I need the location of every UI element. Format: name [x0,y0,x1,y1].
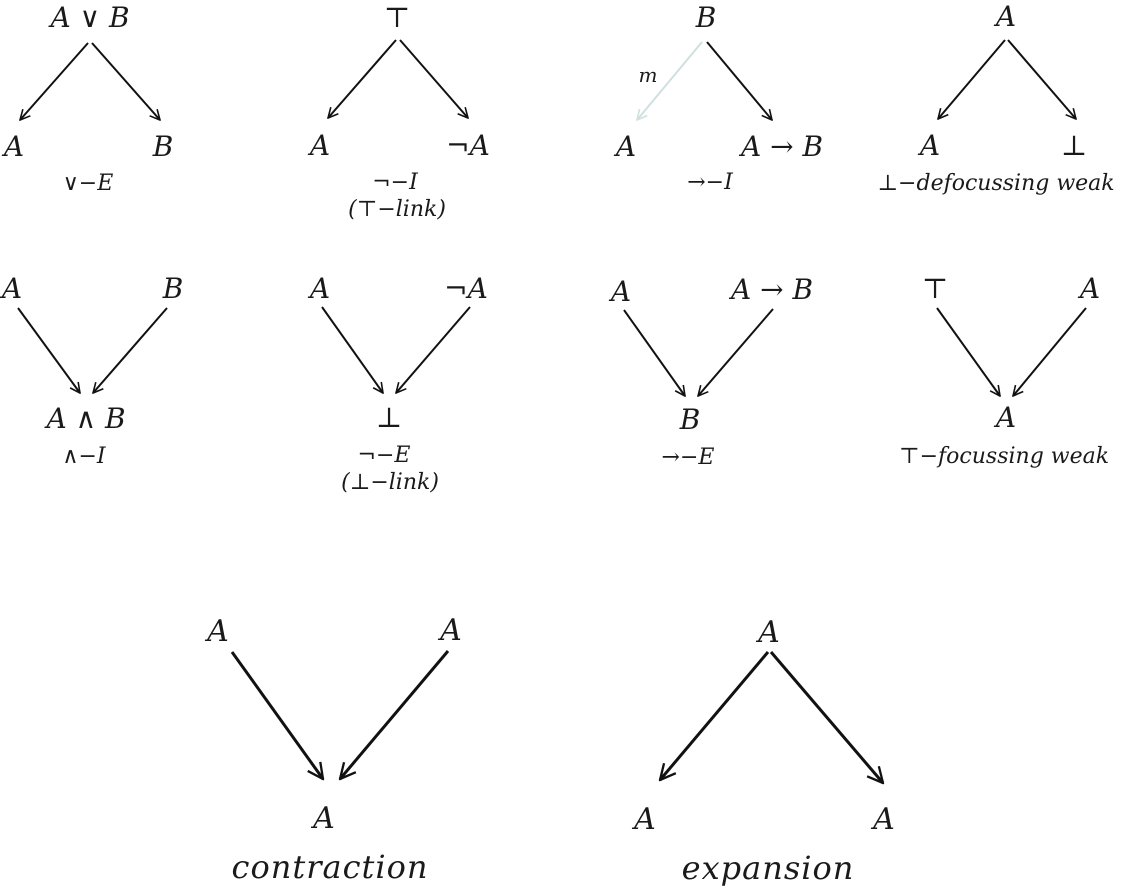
node-top: B [695,1,717,34]
rule-neg-intro: ⊤ A ¬A ¬−I (⊤−link) [307,1,490,222]
node-top-right: ¬A [444,272,488,305]
edge-left [623,309,685,396]
edge-right [706,41,772,120]
edge-right [340,650,450,779]
node-top-right: A → B [728,273,813,306]
node-top-right: A [437,613,462,648]
rule-and-intro: A B A ∧ B ∧−I [0,272,183,469]
edge-left [230,651,323,779]
node-top: A [755,615,780,650]
node-bottom-right: B [152,130,174,163]
node-bottom: A [310,801,335,836]
edge-left [17,307,80,393]
rule-bot-defocus: A A ⊥ ⊥−defocussing weak [877,0,1114,196]
rule-caption-link: (⊥−link) [341,470,439,495]
rule-caption: →−I [687,170,734,195]
rule-caption: contraction [232,848,429,886]
node-bottom-right: ¬A [446,129,490,162]
node-bottom-left: A [917,129,940,162]
edge-right [698,308,774,396]
edge-right [399,39,468,118]
rule-caption: ⊤−focussing weak [899,444,1109,469]
node-bottom-right: A [870,802,895,837]
edge-right [769,651,883,783]
node-top: A [993,0,1016,33]
edge-right [91,42,160,120]
node-bottom-left: A [631,802,656,837]
rule-imp-elim: A A → B B →−E [608,273,813,470]
node-top-left: A [307,272,330,305]
rule-or-elim: A ∨ B A B ∨−E [1,1,173,196]
edge-right [1007,39,1076,119]
node-bottom-left: A [613,130,636,163]
node-top: A ∨ B [47,1,129,34]
node-top-left: A [0,272,22,305]
rule-expansion: A A A expansion [631,615,895,887]
node-bottom-left: A [307,129,330,162]
rule-neg-elim: A ¬A ⊥ ¬−E (⊥−link) [307,272,488,495]
edge-left [936,307,1000,396]
node-bottom: A [993,401,1016,434]
node-bottom: B [679,403,701,436]
node-bottom-left: A [1,130,24,163]
edge-right [396,306,471,393]
rule-contraction: A A A contraction [204,613,462,886]
node-top: ⊤ [384,1,410,34]
node-top-right: A [1077,272,1100,305]
rule-caption: →−E [662,445,715,470]
rule-caption: ¬−I [372,170,419,195]
node-top-left: ⊤ [922,272,948,305]
rule-imp-intro: B m A A → B →−I [613,1,823,195]
node-top-left: A [608,275,631,308]
edge-label: m [639,63,658,87]
node-top-right: B [162,272,184,305]
node-bottom: ⊥ [376,401,402,434]
rule-caption: ⊥−defocussing weak [877,171,1114,196]
rule-caption-link: (⊤−link) [348,197,446,222]
node-bottom-right: ⊥ [1061,129,1087,162]
edge-left [328,39,397,118]
rule-caption: expansion [682,849,855,887]
rule-caption: ∧−I [62,444,107,469]
edge-left [660,651,770,780]
edge-right [1013,307,1087,396]
edge-left [20,42,89,120]
node-bottom-right: A → B [738,130,823,163]
node-bottom: A ∧ B [43,402,125,435]
edge-right [93,307,168,393]
edge-left-discharged [637,41,703,120]
rule-caption: ¬−E [358,443,411,468]
edge-left [938,39,1006,119]
edge-left [321,306,383,393]
node-top-left: A [204,614,229,649]
rule-top-focus: ⊤ A A ⊤−focussing weak [899,272,1109,469]
rule-caption: ∨−E [63,171,114,196]
